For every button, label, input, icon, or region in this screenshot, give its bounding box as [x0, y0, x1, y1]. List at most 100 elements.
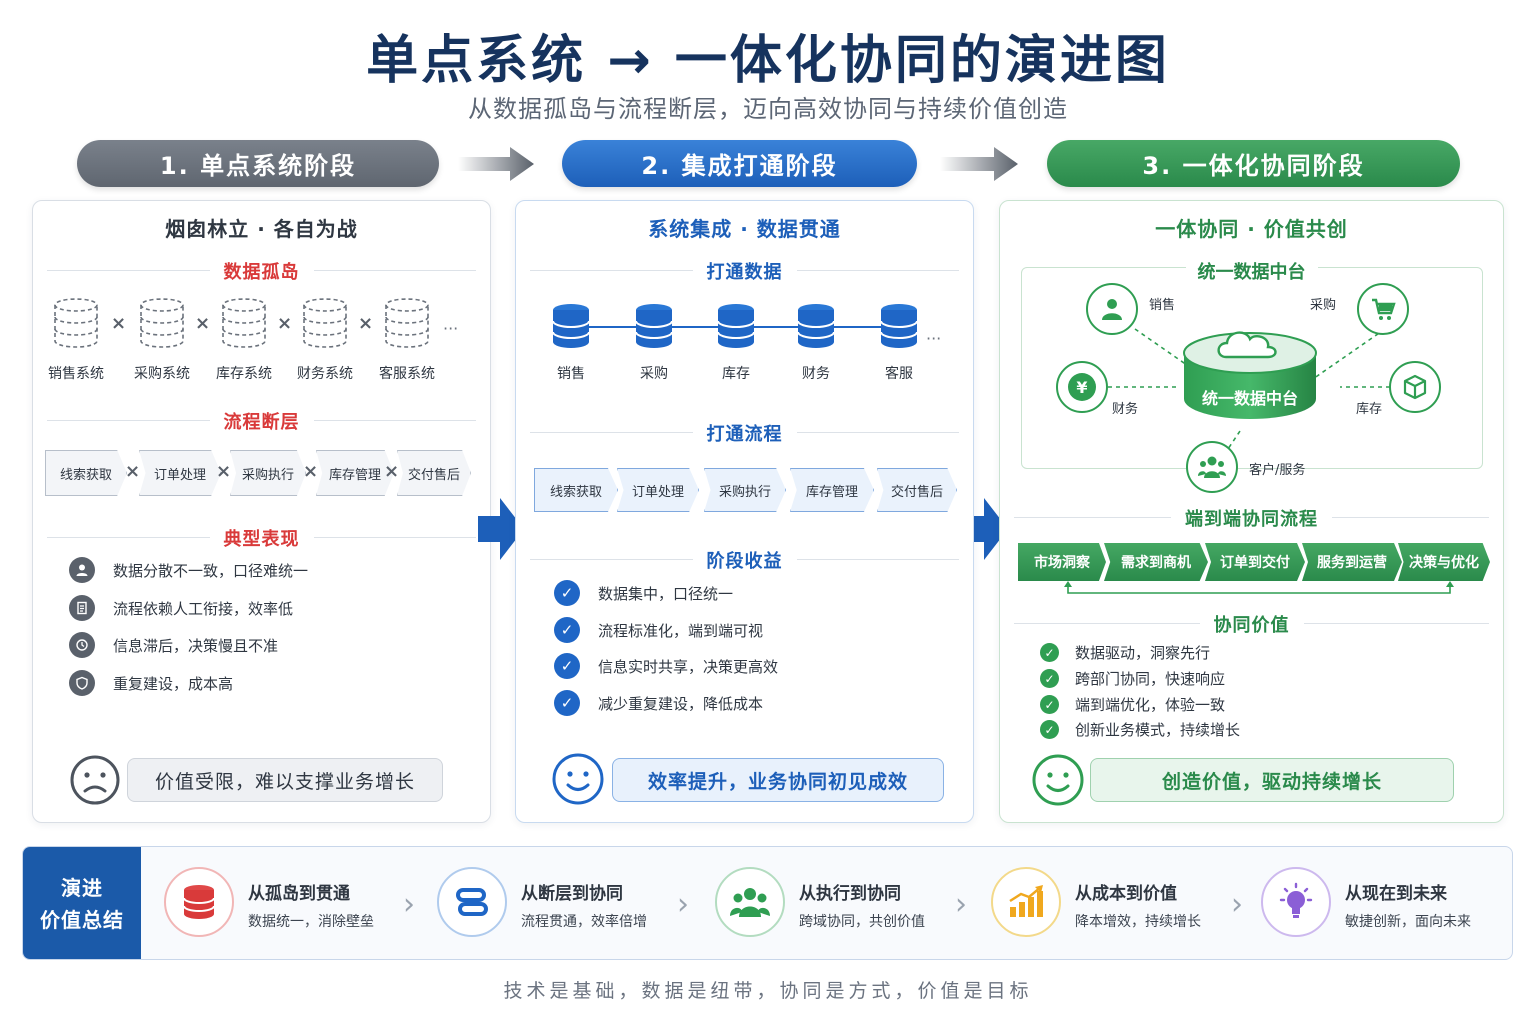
- database-icon: [797, 304, 835, 348]
- sad-face-icon: [70, 755, 120, 805]
- value-row: ✓ 端到端优化，体验一致: [1040, 694, 1225, 715]
- more-ellipsis: ···: [926, 329, 942, 348]
- loop-back-arrow: [1064, 581, 1454, 594]
- clock-icon: [69, 632, 95, 658]
- benefits-title: 阶段收益: [530, 547, 959, 572]
- symptom-row: 数据分散不一致，口径难统一: [69, 557, 308, 583]
- summary-bar: 演进 价值总结 从孤岛到贯通 数据统一，消除壁垒 › 从断层到协同 流程贯通，效…: [22, 846, 1513, 960]
- stage-2-pill: 2. 集成打通阶段: [562, 140, 917, 187]
- data-island-title: 数据孤岛: [47, 258, 476, 283]
- stage-2-verdict: 效率提升，业务协同初见成效: [612, 758, 944, 802]
- benefit-row: ✓ 减少重复建设，降低成本: [554, 690, 763, 716]
- hub-connectors: [1108, 328, 1390, 462]
- stage-3-panel: 一体协同 · 价值共创 统一数据中台 统一数据中台 销售 采购 ¥ 财务: [999, 200, 1504, 823]
- flow-step: 库存管理: [790, 468, 874, 512]
- break-x-icon: ×: [358, 313, 374, 334]
- check-icon: ✓: [1040, 695, 1059, 714]
- flow-step: 交付售后: [877, 468, 957, 512]
- stage-3-heading: 一体协同 · 价值共创: [1155, 217, 1348, 241]
- value-title: 协同价值: [1014, 611, 1489, 636]
- database-icon: [635, 304, 673, 348]
- flow-step: 采购执行: [230, 450, 306, 496]
- value-row: ✓ 创新业务模式，持续增长: [1040, 719, 1240, 740]
- e2e-step: 订单到交付: [1205, 543, 1305, 581]
- e2e-step: 需求到商机: [1104, 543, 1208, 581]
- check-icon: ✓: [1040, 643, 1059, 662]
- flow-step: 线索获取: [45, 450, 127, 496]
- value-row: ✓ 跨部门协同，快速响应: [1040, 668, 1225, 689]
- symptom-row: 流程依赖人工衔接，效率低: [69, 595, 293, 621]
- check-icon: ✓: [554, 580, 580, 606]
- box-icon: [1403, 374, 1427, 400]
- chevron-right-icon: ›: [677, 887, 689, 922]
- stage-1-panel: 烟囱林立 · 各自为战 数据孤岛 销售系统 × 采购系统 × 库存系统 × 财务…: [32, 200, 491, 823]
- more-ellipsis: ···: [443, 319, 459, 338]
- team-icon: [715, 867, 785, 937]
- finance-node: ¥: [1056, 361, 1108, 413]
- break-x-icon: ×: [303, 461, 319, 482]
- document-icon: [69, 595, 95, 621]
- database-icon: [164, 867, 234, 937]
- arrow-right-icon: [458, 147, 534, 181]
- flow-step: 线索获取: [534, 468, 618, 512]
- e2e-step: 服务到运营: [1302, 543, 1402, 581]
- page-title: 单点系统 → 一体化协同的演进图: [366, 31, 1170, 91]
- arrow-right-icon: [962, 498, 1008, 560]
- e2e-step: 市场洞察: [1018, 543, 1106, 581]
- inventory-system: 库存系统: [209, 297, 279, 383]
- check-icon: ✓: [1040, 669, 1059, 688]
- link-icon: [437, 867, 507, 937]
- stage-1-heading: 烟囱林立 · 各自为战: [165, 217, 358, 241]
- break-x-icon: ×: [111, 313, 127, 334]
- service-db: 客服: [864, 303, 934, 383]
- stage-1-verdict: 价值受限，难以支撑业务增长: [127, 758, 443, 802]
- database-icon: [140, 298, 184, 348]
- symptom-row: 信息滞后，决策慢且不准: [69, 632, 278, 658]
- flow-step: 交付售后: [397, 450, 471, 496]
- sales-node: [1086, 283, 1138, 335]
- smile-face-icon: [552, 753, 604, 805]
- e2e-step: 决策与优化: [1398, 543, 1490, 581]
- shield-icon: [69, 670, 95, 696]
- connect-data-title: 打通数据: [530, 258, 959, 283]
- hub-center-label: 统一数据中台: [1201, 389, 1298, 408]
- value-row: ✓ 数据驱动，洞察先行: [1040, 642, 1210, 663]
- database-icon: [385, 298, 429, 348]
- inventory-db: 库存: [701, 303, 771, 383]
- flow-step: 采购执行: [704, 468, 786, 512]
- arrow-right-icon: [478, 498, 524, 560]
- chevron-right-icon: ›: [403, 887, 415, 922]
- flow-step: 库存管理: [316, 450, 394, 496]
- arrow-right-icon: [940, 147, 1018, 181]
- page-subtitle: 从数据孤岛与流程断层，迈向高效协同与持续价值创造: [468, 95, 1068, 123]
- stage-3-verdict: 创造价值，驱动持续增长: [1090, 758, 1454, 802]
- flow-step: 订单处理: [617, 468, 699, 512]
- team-icon: [1198, 456, 1226, 478]
- benefit-row: ✓ 数据集中，口径统一: [554, 580, 733, 606]
- database-icon: [54, 298, 98, 348]
- chevron-right-icon: ›: [955, 887, 967, 922]
- chevron-right-icon: ›: [1231, 887, 1243, 922]
- benefit-row: ✓ 信息实时共享，决策更高效: [554, 653, 778, 679]
- service-system: 客服系统: [372, 297, 442, 383]
- purchase-db: 采购: [619, 303, 689, 383]
- database-icon: [303, 298, 347, 348]
- break-x-icon: ×: [125, 461, 141, 482]
- yuan-icon: ¥: [1068, 373, 1096, 401]
- finance-db: 财务: [781, 303, 851, 383]
- lightbulb-icon: [1261, 867, 1331, 937]
- summary-label: 演进 价值总结: [23, 847, 141, 959]
- data-hub-cylinder: [1183, 331, 1317, 419]
- purchase-node: [1357, 283, 1409, 335]
- e2e-title: 端到端协同流程: [1014, 505, 1489, 530]
- purchase-system: 采购系统: [127, 297, 197, 383]
- database-icon: [222, 298, 266, 348]
- finance-system: 财务系统: [290, 297, 360, 383]
- database-icon: [552, 304, 590, 348]
- stage-2-panel: 系统集成 · 数据贯通 打通数据 销售 采购 库存 财务 客服 ··· 打通流程…: [515, 200, 974, 823]
- stage-2-heading: 系统集成 · 数据贯通: [648, 217, 841, 241]
- smile-face-icon: [1032, 754, 1084, 806]
- process-break-title: 流程断层: [47, 408, 476, 433]
- check-icon: ✓: [554, 690, 580, 716]
- inventory-node: [1389, 361, 1441, 413]
